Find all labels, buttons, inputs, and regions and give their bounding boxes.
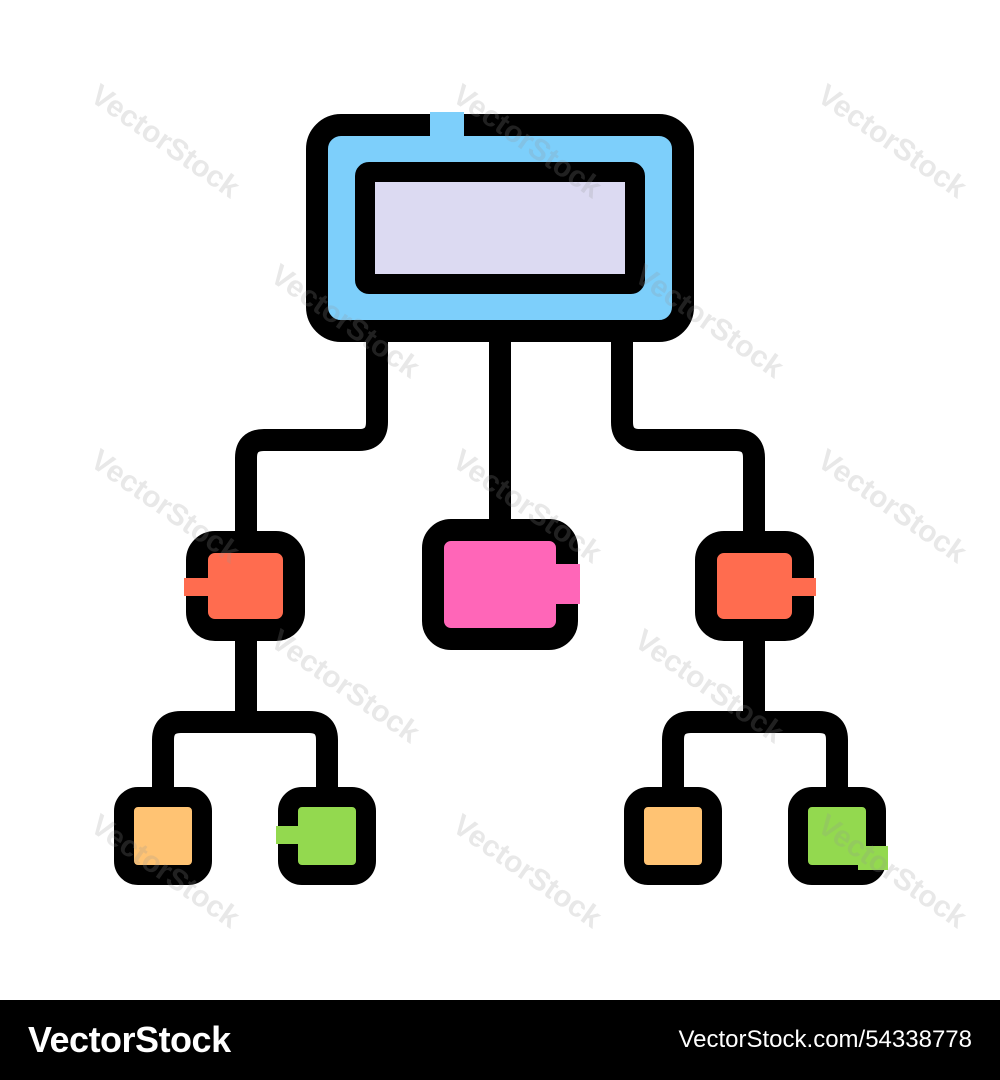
connector-right: [611, 329, 765, 551]
middle-node-left: [184, 531, 305, 641]
footer-bar: VectorStock VectorStock.com/54338778: [0, 1000, 1000, 1080]
connector-left: [235, 329, 388, 551]
leaf-node-2: [276, 787, 376, 885]
hierarchy-diagram-icon: [114, 112, 888, 885]
connector-right-branch: [662, 619, 848, 801]
footer-brand-logo: VectorStock: [28, 1019, 231, 1060]
footer-stock-id: VectorStock.com/54338778: [678, 1026, 972, 1053]
leaf-node-3: [624, 787, 722, 885]
leaf-node-1: [114, 787, 212, 885]
middle-node-center: [422, 519, 580, 650]
leaf-node-4: [788, 787, 888, 885]
connector-left-branch: [152, 619, 338, 801]
middle-node-right: [695, 531, 816, 641]
top-node: [306, 112, 694, 342]
